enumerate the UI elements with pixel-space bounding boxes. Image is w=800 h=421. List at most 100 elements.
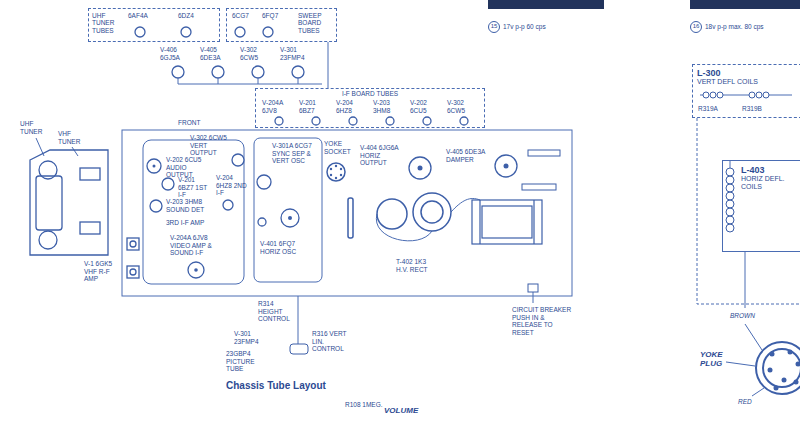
part-label: V-301A 6CG7 SYNC SEP & VERT OSC [272, 142, 318, 165]
part-label: V-201 6BZ7 [299, 99, 333, 114]
part-label: V-405 6DE3A DAMPER [446, 148, 488, 163]
tube-socket [258, 218, 266, 226]
hv-cage [377, 199, 407, 229]
socket-pin [340, 168, 342, 170]
hv-cage [377, 193, 451, 231]
wire [726, 362, 755, 366]
deflection-coil [763, 92, 769, 98]
node-label: UHF TUNER TUBES [92, 12, 122, 34]
deflection-coil [726, 192, 734, 200]
yoke-socket [327, 163, 345, 181]
wire [700, 95, 792, 96]
callout-circle [489, 22, 500, 33]
tube-socket [235, 27, 245, 37]
yoke-plug [756, 342, 800, 394]
tube-pin [153, 165, 156, 168]
plug-pin [770, 352, 775, 357]
terminal-strip [290, 344, 308, 354]
hv-cage [413, 193, 451, 231]
part-label: V-201 6BZ7 1ST I-F [178, 176, 212, 199]
part-label: V-405 6DE3A [200, 46, 236, 61]
tube-pin [288, 216, 292, 220]
tuner-housing [36, 176, 62, 230]
chassis-outline [254, 138, 322, 282]
part-label: VHF TUNER [58, 130, 84, 145]
part-label: V-301 23FMP4 [234, 330, 268, 345]
wire [298, 296, 299, 344]
tube-socket [223, 200, 233, 210]
tube-pin [418, 166, 423, 171]
part-label: V-204A 6JV8 VIDEO AMP & SOUND I-F [170, 234, 228, 257]
tuner-housing [80, 168, 100, 180]
plug-pin [768, 368, 773, 373]
deflection-coil [756, 92, 762, 98]
part-label: 3RD I-F AMP [166, 219, 216, 227]
yoke-outline [697, 118, 800, 304]
signal-bar [488, 0, 604, 9]
tube-socket [252, 66, 264, 78]
deflection-coil [703, 92, 769, 232]
transformer [480, 200, 534, 244]
tube-socket [281, 209, 299, 227]
deflection-coil [703, 92, 709, 98]
signal-bar [488, 0, 800, 9]
tube-socket [263, 27, 273, 37]
deflection-coil [710, 92, 716, 98]
component-square [127, 238, 139, 250]
tube-group: UHF TUNER TUBES [88, 8, 220, 42]
node-label: I-F BOARD TUBES [259, 90, 481, 97]
socket-pin [330, 174, 332, 176]
tube-socket [232, 154, 244, 166]
component-square [127, 238, 139, 278]
part-label: 6DZ4 [178, 12, 194, 20]
yoke-plug [763, 349, 800, 387]
part-label: V-401 6FQ7 HORIZ OSC [260, 240, 304, 255]
part-label: CIRCUIT BREAKER PUSH IN & RELEASE TO RES… [512, 306, 576, 337]
tube-socket [409, 157, 431, 179]
tube-socket [135, 27, 145, 37]
part-label: V-203 3HM8 SOUND DET [166, 198, 210, 213]
tube-socket [147, 159, 161, 173]
tube-socket [386, 117, 394, 125]
part-label: R316 VERT LIN. CONTROL [312, 330, 350, 353]
tube-socket [135, 27, 517, 278]
deflection-coil [749, 92, 755, 98]
wire [72, 147, 78, 156]
part-label: V-204A 6JV8 [262, 99, 296, 114]
tube-socket [181, 27, 191, 37]
yoke-socket [327, 163, 353, 238]
part-label: VOLUME [384, 406, 418, 415]
plug-pin [796, 362, 800, 367]
socket-pin [335, 165, 337, 167]
part-label: BROWN [730, 312, 755, 320]
part-label: RED [738, 398, 752, 406]
transformer [472, 200, 542, 244]
part-label: 15 [489, 23, 499, 30]
tube-socket [172, 66, 184, 78]
part-label: V-302 6CW5 [447, 99, 481, 114]
part-label: V-404 6JG6A HORIZ OUTPUT [360, 144, 404, 167]
caption-text: Chassis Tube Layout [226, 380, 326, 392]
tuner-housing [39, 161, 57, 179]
tube-socket [423, 117, 431, 125]
node-label: SWEEP BOARD TUBES [298, 12, 334, 34]
socket-pin [330, 168, 332, 170]
part-label: UHF TUNER [20, 120, 46, 135]
part-label: R319B [742, 105, 762, 113]
wire [752, 388, 764, 396]
tube-socket [349, 117, 357, 125]
part-label: 16 [691, 23, 701, 30]
tube-pin [153, 164, 509, 272]
chassis-outline [143, 140, 244, 284]
part-label: 6CG7 [232, 12, 249, 20]
node-label: L-403 [741, 165, 797, 175]
part-label: V-202 6CU5 [410, 99, 444, 114]
tuner-housing [30, 150, 108, 255]
wire [745, 252, 746, 308]
component-square [127, 266, 139, 278]
deflection-coil [726, 208, 734, 216]
part-label: V-1 6GK5 VHF R-F AMP [84, 260, 118, 283]
plug-pin [768, 350, 800, 391]
plug-pin [774, 386, 779, 391]
